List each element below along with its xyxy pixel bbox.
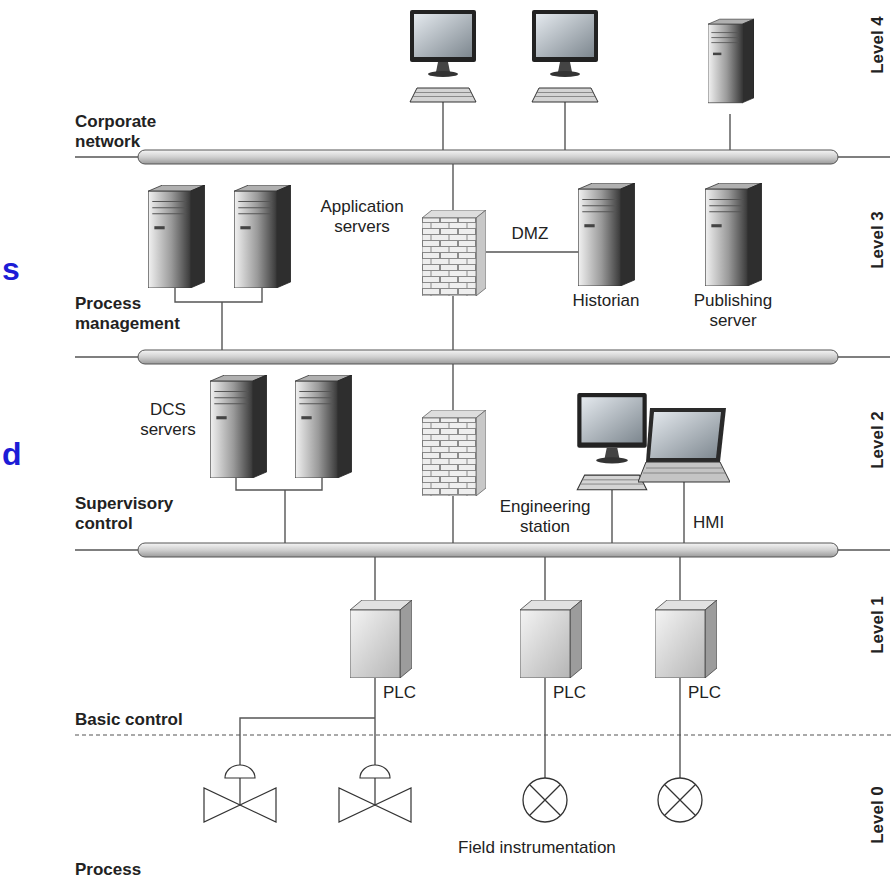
level-label: Level 4 (868, 16, 888, 74)
zone-label: Supervisory control (75, 494, 173, 533)
instrument-symbol (658, 778, 702, 822)
workstation-icon (410, 10, 476, 102)
device-label: Publishing server (694, 291, 772, 330)
level-label: Level 3 (868, 211, 888, 269)
device-label: DCS servers (140, 400, 196, 439)
plc-icon (655, 600, 717, 678)
slide-fragment: d (2, 438, 22, 470)
workstation-icon (577, 393, 646, 490)
zone-label: Process management (75, 294, 180, 333)
level-label: Level 1 (868, 596, 888, 654)
device-label: Application servers (320, 197, 403, 236)
server-icon (234, 185, 291, 288)
server-icon (578, 183, 635, 286)
server-icon (295, 375, 352, 478)
device-label: Engineering station (500, 497, 591, 536)
device-label: Field instrumentation (458, 838, 616, 858)
server-icon (705, 183, 762, 286)
device-label: HMI (693, 513, 724, 533)
zone-label: Process (75, 860, 141, 880)
plc-icon (520, 600, 582, 678)
tower-icon (708, 19, 754, 103)
firewall-icon (422, 210, 486, 296)
device-label: PLC (688, 683, 721, 703)
valve-symbol (204, 765, 276, 822)
server-icon (148, 185, 205, 288)
network-wires (75, 102, 890, 778)
plc-icon (350, 600, 412, 678)
zone-label: DMZ (512, 224, 549, 244)
level-divider (75, 734, 892, 735)
server-icon (210, 375, 267, 478)
device-label: PLC (383, 683, 416, 703)
workstation-icon (532, 10, 598, 102)
device-label: PLC (553, 683, 586, 703)
network-bus (138, 150, 838, 557)
firewall-icon (422, 410, 486, 496)
level-label: Level 2 (868, 411, 888, 469)
laptop-icon (638, 408, 730, 482)
device-label: Historian (572, 291, 639, 311)
zone-label: Corporate network (75, 112, 156, 151)
valve-symbol (339, 765, 411, 822)
level-label: Level 0 (868, 786, 888, 844)
instrument-symbol (523, 778, 567, 822)
slide-fragment: s (2, 253, 20, 285)
zone-label: Basic control (75, 710, 183, 730)
